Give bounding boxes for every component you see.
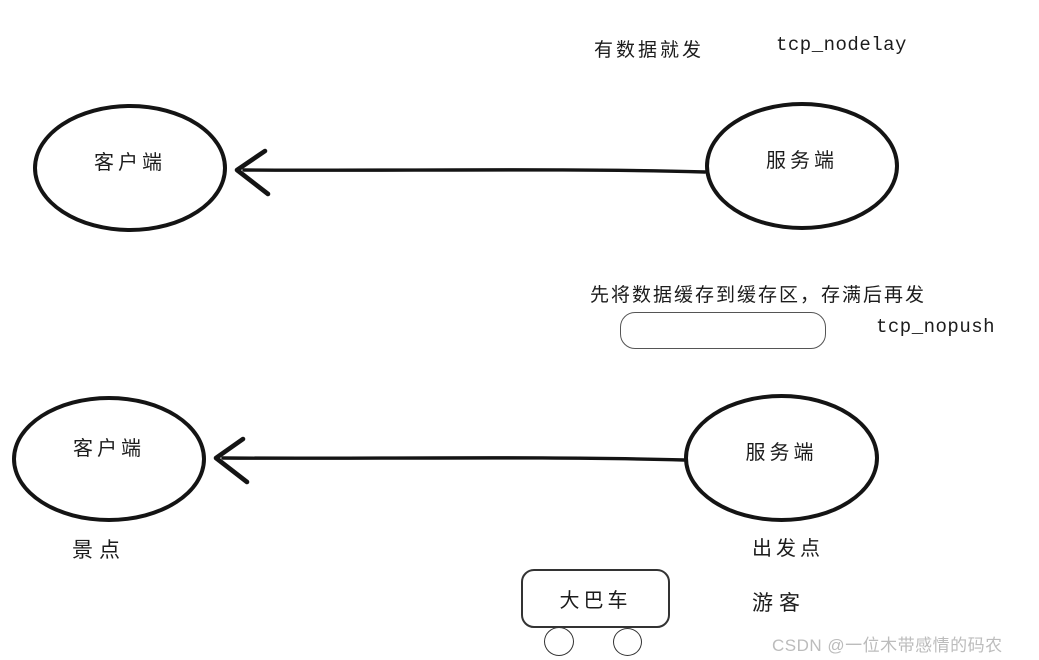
- bus-icon: 大巴车: [521, 569, 671, 659]
- server-node-bottom-label: 服务端: [745, 442, 818, 464]
- arrow-left-bottom-icon: [213, 436, 686, 485]
- client-node-bottom-label: 客户端: [73, 438, 145, 460]
- scenic-spot-caption: 景点: [72, 538, 126, 562]
- server-node-top: 服务端: [705, 102, 899, 230]
- nopush-behavior-label: 先将数据缓存到缓存区，存满后再发: [590, 285, 927, 306]
- csdn-watermark: CSDN @一位木带感情的码农: [772, 636, 1003, 655]
- tourist-caption: 游客: [752, 591, 806, 615]
- arrow-left-top-icon: [234, 148, 707, 197]
- tcp-nopush-label: tcp_nopush: [876, 316, 996, 338]
- departure-point-caption: 出发点: [752, 538, 824, 560]
- server-node-bottom: 服务端: [684, 394, 879, 522]
- client-node-top-label: 客户端: [94, 152, 166, 174]
- bus-wheel-right-icon: [613, 628, 642, 656]
- client-node-top: 客户端: [33, 104, 227, 232]
- buffer-box: [620, 312, 826, 349]
- bus-label: 大巴车: [559, 590, 632, 612]
- server-node-top-label: 服务端: [766, 150, 838, 172]
- tcp-nodelay-label: tcp_nodelay: [776, 34, 907, 56]
- client-node-bottom: 客户端: [12, 396, 206, 522]
- bus-wheel-left-icon: [544, 627, 574, 656]
- bus-body: 大巴车: [521, 569, 670, 628]
- nodelay-behavior-label: 有数据就发: [594, 40, 705, 61]
